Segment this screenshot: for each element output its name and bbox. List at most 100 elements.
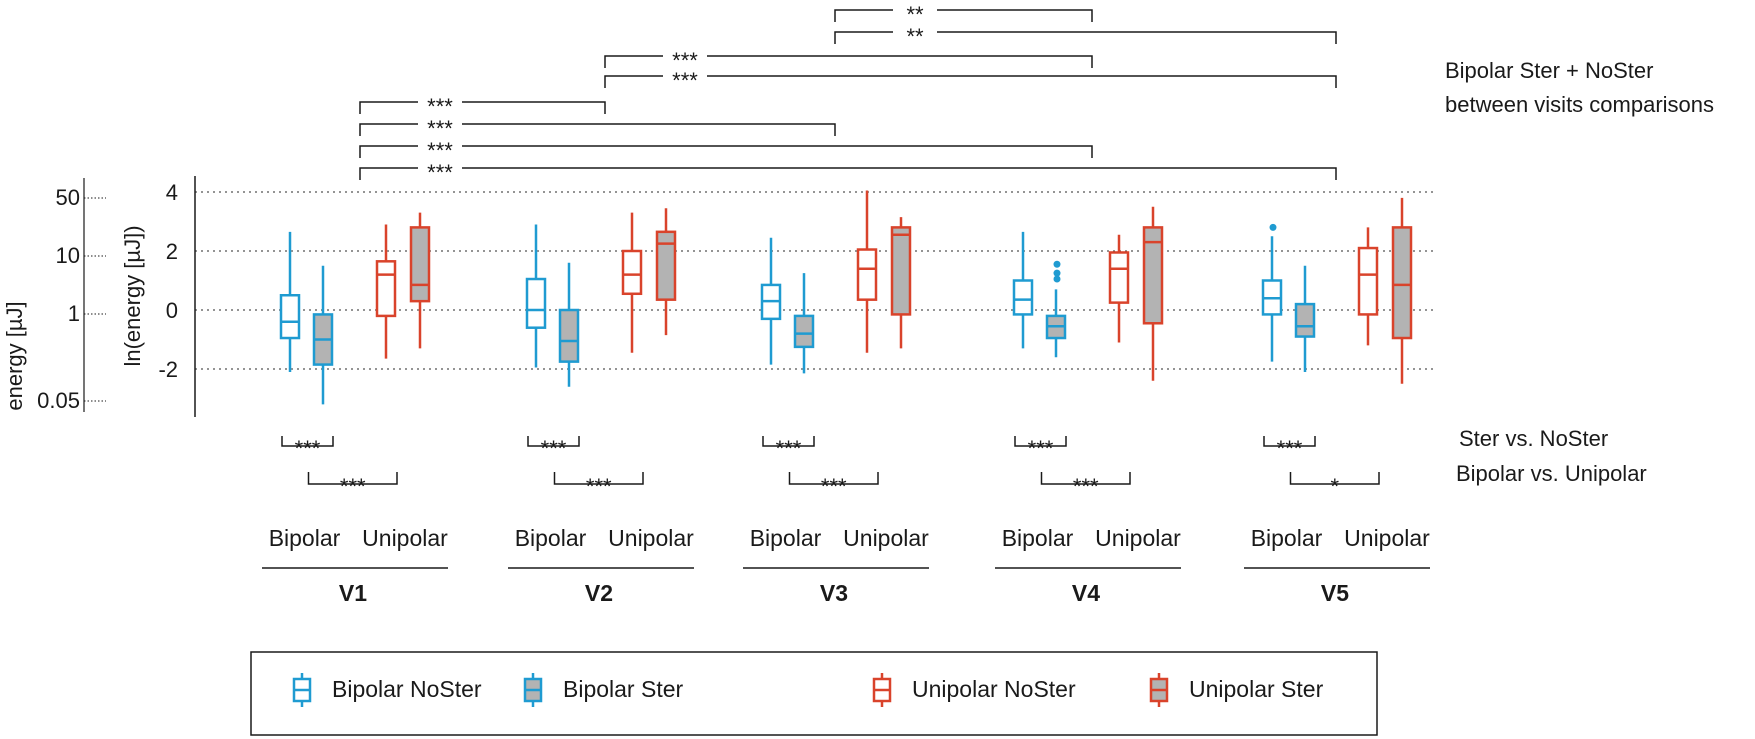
box-iqr	[279, 294, 301, 340]
ster-vs-nonster-sig: ***	[1028, 436, 1054, 461]
box-v2-unipolar-ster	[655, 208, 677, 336]
ster-vs-nonster-bracket	[527, 436, 580, 447]
box-v3-unipolar-noster	[856, 190, 878, 353]
secondary-y-tick-label: 0.05	[37, 388, 80, 413]
box-iqr	[856, 248, 878, 301]
ster-vs-nonster-label: Ster vs. NoSter	[1459, 426, 1608, 451]
outlier-point	[1053, 260, 1061, 268]
box-iqr	[655, 230, 677, 301]
outlier-point	[1269, 223, 1277, 231]
y-tick-label: 0	[166, 298, 178, 323]
between-visits-bracket	[834, 9, 1093, 22]
between-visits-bracket	[359, 167, 1337, 180]
box-iqr	[1357, 246, 1379, 316]
legend: Bipolar NoSter Bipolar Ster Unipolar NoSte…	[250, 651, 1378, 736]
bracket-label-bg	[418, 160, 462, 174]
between-visits-bracket	[359, 145, 1093, 158]
y-tick-label: 4	[166, 180, 178, 205]
secondary-y-axis-label: energy [µJ]	[2, 301, 27, 410]
box-v3-unipolar-ster	[890, 217, 912, 349]
ster-vs-nonster-bracket	[762, 436, 815, 447]
legend-entry-label: Bipolar Ster	[563, 676, 684, 702]
bipolar-vs-unipolar-sig: ***	[1073, 474, 1099, 499]
bipolar-vs-unipolar-sig: *	[1330, 474, 1339, 499]
bracket-label-bg	[893, 2, 937, 16]
between-visits-sig: ***	[427, 138, 453, 163]
gridlines	[195, 191, 1435, 370]
bipolar-group-label: Bipolar	[1002, 525, 1074, 551]
bracket-label-bg	[418, 116, 462, 130]
bipolar-group-label: Bipolar	[515, 525, 587, 551]
box-v1-bipolar-noster	[279, 231, 301, 372]
bipolar-vs-unipolar-bracket	[553, 472, 644, 485]
legend-entry: Unipolar NoSter	[872, 673, 1076, 707]
bipolar-vs-unipolar-sig: ***	[821, 474, 847, 499]
box-iqr	[1142, 226, 1164, 325]
ster-vs-nonster-sig: ***	[541, 436, 567, 461]
unipolar-group-label: Unipolar	[362, 525, 448, 551]
box-iqr	[1294, 302, 1316, 338]
box-v5-bipolar-noster	[1261, 223, 1283, 362]
box-v1-unipolar-noster	[375, 224, 397, 359]
between-visits-sig: ***	[672, 68, 698, 93]
between-visit-brackets: **********************	[359, 2, 1337, 185]
between-visits-bracket	[604, 75, 1337, 88]
bipolar-vs-unipolar-bracket	[307, 472, 398, 485]
ster-vs-nonster-bracket	[1263, 436, 1316, 447]
box-v4-bipolar-ster	[1045, 260, 1067, 358]
bracket-label-bg	[418, 138, 462, 152]
box-iqr	[409, 226, 431, 303]
legend-entry: Bipolar Ster	[523, 673, 684, 707]
between-visits-sig: ***	[427, 94, 453, 119]
box-v5-bipolar-ster	[1294, 265, 1316, 372]
box-v2-bipolar-ster	[558, 262, 580, 387]
box-v5-unipolar-ster	[1391, 197, 1413, 384]
bracket-label-bg	[663, 48, 707, 62]
ster-vs-nonster-sig: ***	[295, 436, 321, 461]
annotations: Bipolar Ster + NoSter between visits com…	[1445, 58, 1714, 486]
bipolar-group-label: Bipolar	[1251, 525, 1323, 551]
within-visit-brackets: ****************************	[281, 436, 1380, 499]
visit-label: V4	[1072, 580, 1100, 606]
box-iqr	[525, 277, 547, 329]
box-v4-unipolar-noster	[1108, 234, 1130, 343]
between-visits-bracket	[604, 55, 1093, 68]
legend-frame	[250, 651, 1378, 736]
box-iqr	[375, 260, 397, 318]
bipolar-vs-unipolar-label: Bipolar vs. Unipolar	[1456, 461, 1647, 486]
bipolar-vs-unipolar-bracket	[1289, 472, 1380, 485]
box-v1-unipolar-ster	[409, 212, 431, 349]
secondary-y-tick-label: 10	[56, 243, 80, 268]
bipolar-vs-unipolar-sig: ***	[340, 474, 366, 499]
box-v5-unipolar-noster	[1357, 227, 1379, 346]
bipolar-vs-unipolar-sig: ***	[586, 474, 612, 499]
ster-vs-nonster-bracket	[281, 436, 334, 447]
box-v3-bipolar-ster	[793, 273, 815, 374]
between-visits-sig: **	[906, 2, 924, 27]
between-visits-sig: **	[906, 24, 924, 49]
legend-entry-label: Unipolar Ster	[1189, 676, 1324, 702]
box-iqr	[621, 249, 643, 296]
unipolar-group-label: Unipolar	[1344, 525, 1430, 551]
between-visits-title-line1: Bipolar Ster + NoSter	[1445, 58, 1653, 83]
outlier-point	[1053, 275, 1061, 283]
bracket-label-bg	[893, 24, 937, 38]
visit-label: V1	[339, 580, 367, 606]
secondary-y-tick-label: 50	[56, 185, 80, 210]
box-v4-bipolar-noster	[1012, 231, 1034, 349]
secondary-y-tick-label: 1	[68, 301, 80, 326]
bipolar-group-label: Bipolar	[750, 525, 822, 551]
unipolar-group-label: Unipolar	[608, 525, 694, 551]
legend-entry-label: Bipolar NoSter	[332, 676, 482, 702]
legend-entry: Bipolar NoSter	[292, 673, 482, 707]
legend-entry-label: Unipolar NoSter	[912, 676, 1076, 702]
unipolar-group-label: Unipolar	[843, 525, 929, 551]
y-axis: ln(energy [µJ]) 420-2	[120, 176, 196, 417]
secondary-y-axis: energy [µJ] 50 10 1 0.05	[2, 178, 106, 413]
box-iqr	[1012, 279, 1034, 316]
between-visits-bracket	[834, 31, 1337, 44]
y-axis-label: ln(energy [µJ])	[120, 225, 145, 366]
ster-vs-nonster-bracket	[1014, 436, 1067, 447]
bipolar-vs-unipolar-bracket	[1040, 472, 1131, 485]
